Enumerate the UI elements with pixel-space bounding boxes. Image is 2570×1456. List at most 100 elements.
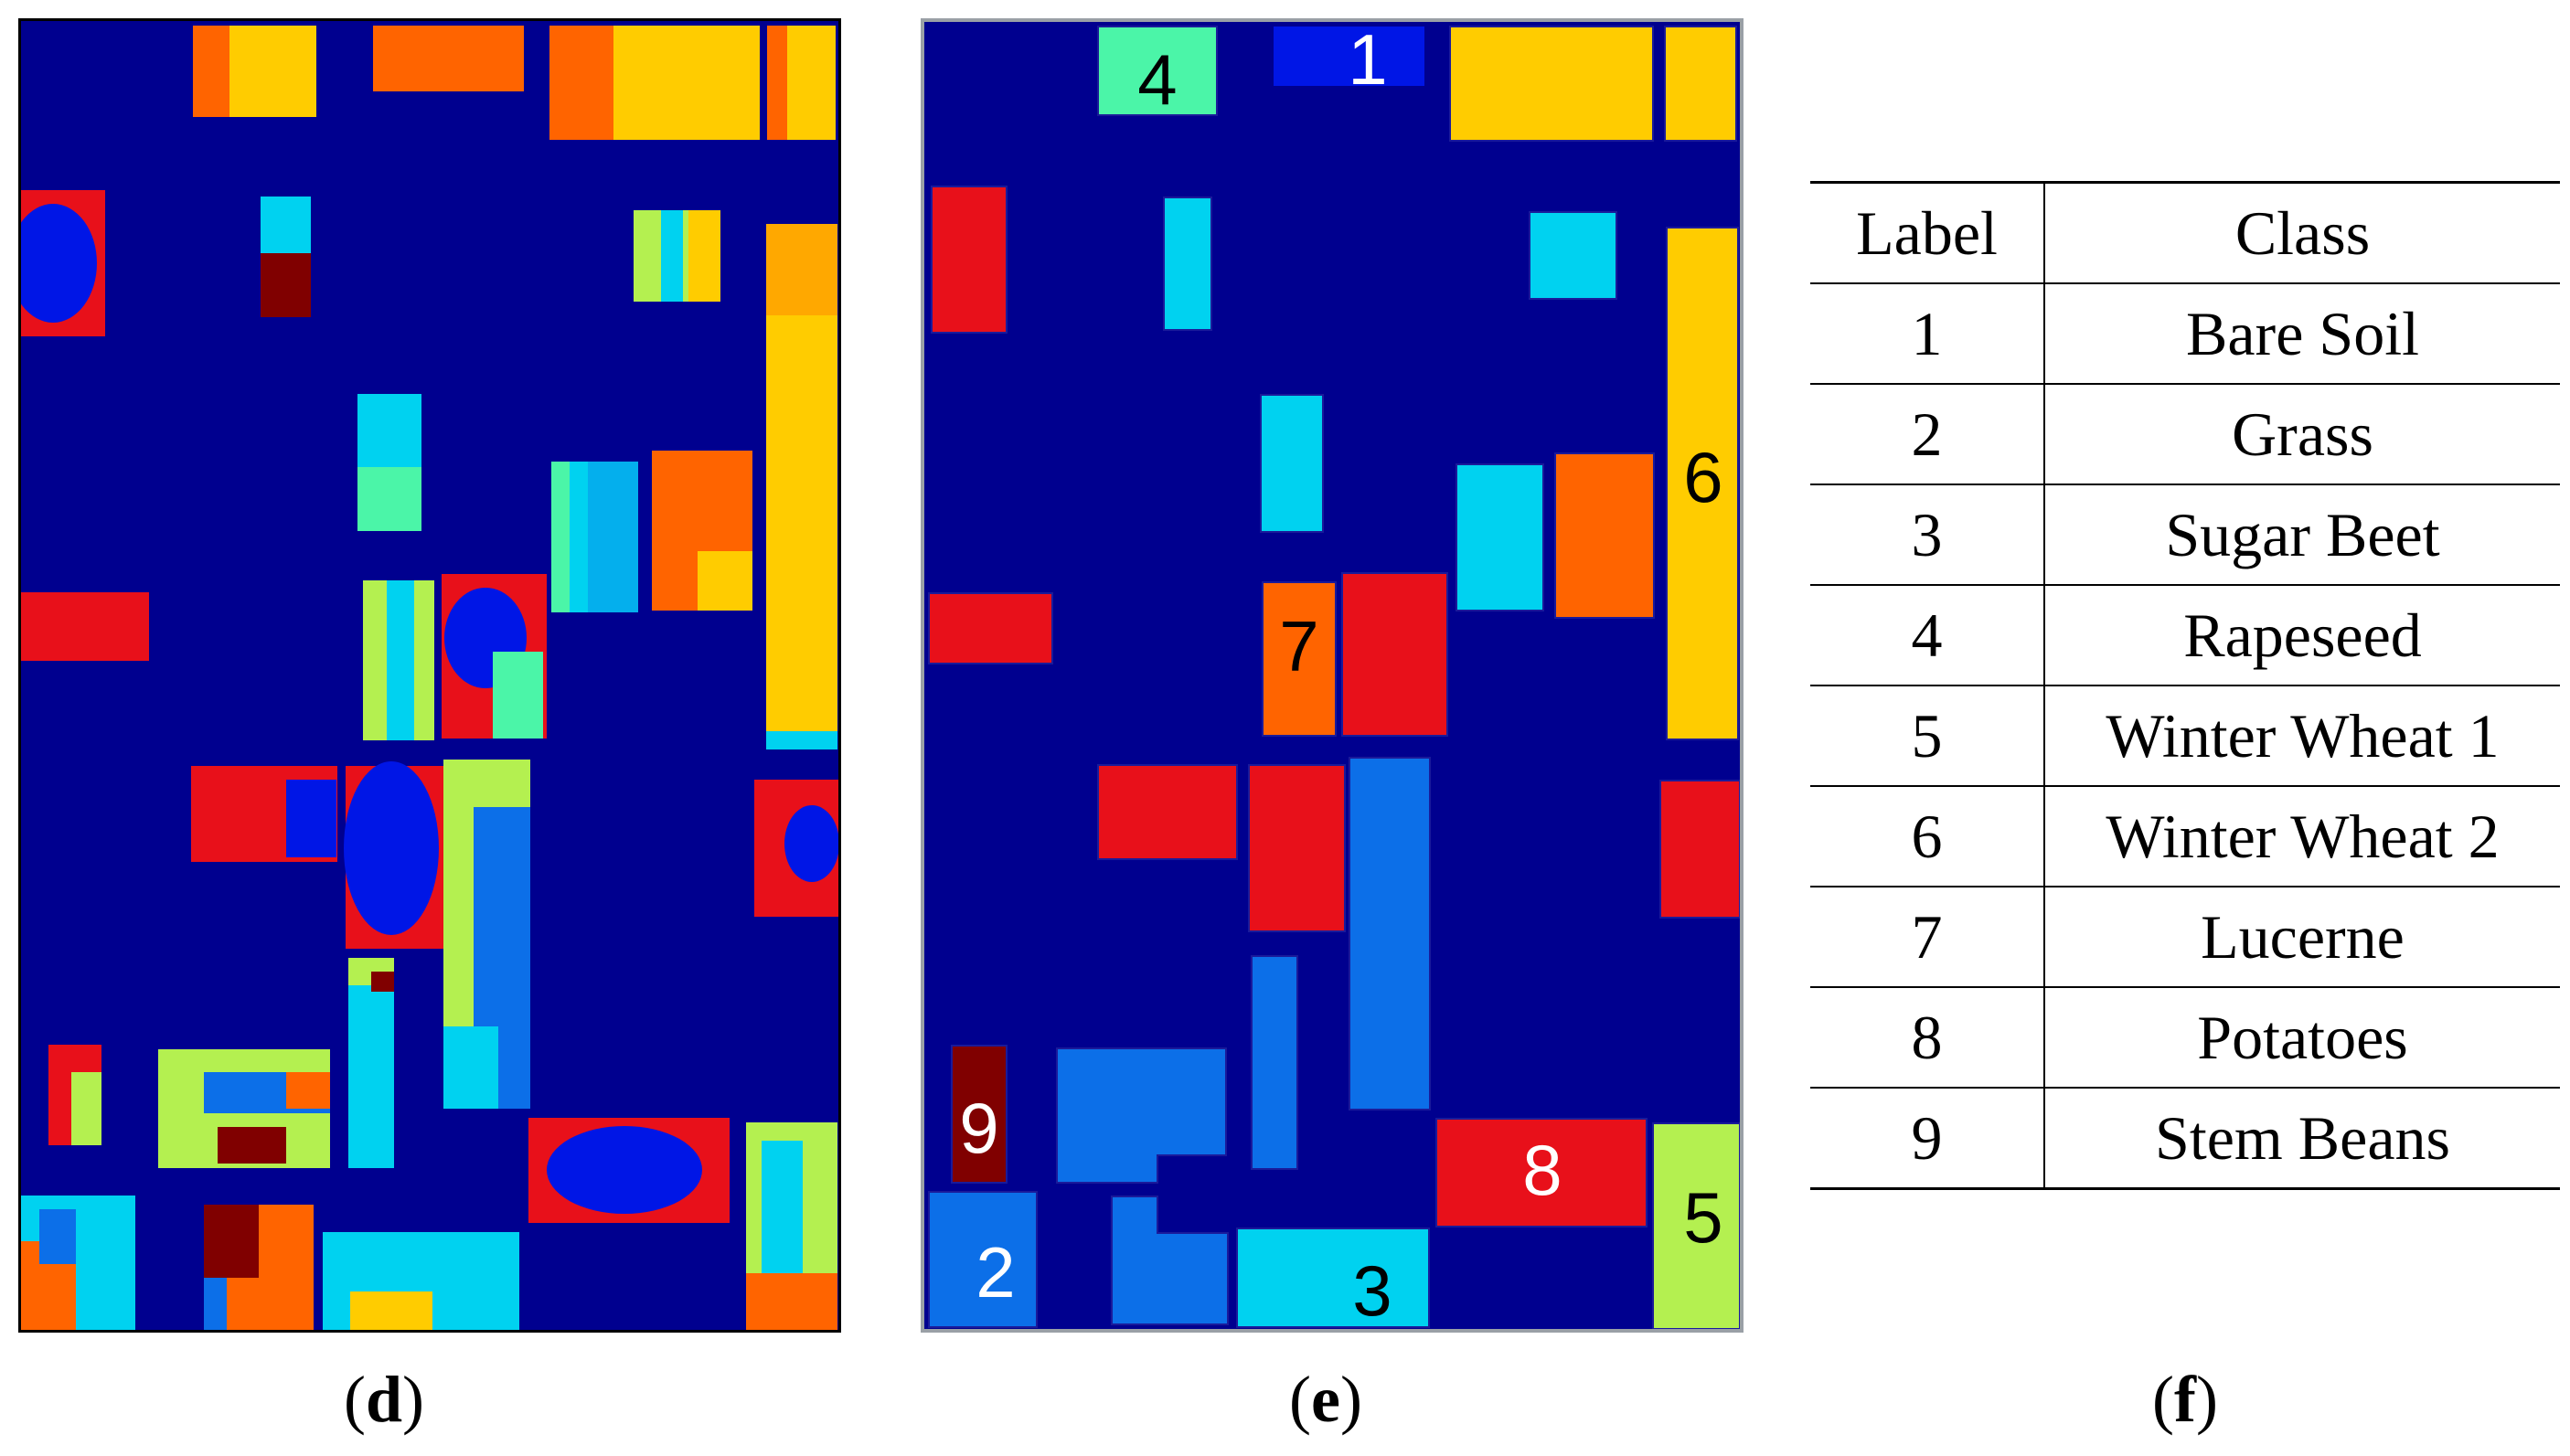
field <box>350 1291 432 1330</box>
legend-header-row: Label Class <box>1810 181 2560 284</box>
field <box>493 652 543 739</box>
field-grass <box>1111 1196 1229 1325</box>
field <box>344 761 439 935</box>
field-potatoes <box>1341 572 1448 737</box>
legend-label: 8 <box>1810 987 2045 1089</box>
field <box>762 1141 803 1287</box>
legend-header-class: Class <box>2044 181 2560 284</box>
field <box>387 580 414 740</box>
ground-truth-map-e-svg: 4 1 6 7 9 8 5 2 3 <box>924 22 1740 1329</box>
panel-letter: f <box>2174 1363 2196 1436</box>
field-bare-soil <box>1274 27 1424 86</box>
field-winter-wheat-2 <box>1666 227 1739 740</box>
legend-class: Winter Wheat 2 <box>2044 786 2560 887</box>
field-winter-wheat-2 <box>1449 26 1654 142</box>
ground-truth-number: 4 <box>1137 39 1177 120</box>
panel-letter: d <box>365 1363 403 1436</box>
field-winter-wheat-2 <box>1664 26 1737 142</box>
field-grass <box>1251 955 1298 1170</box>
field <box>371 972 394 992</box>
field <box>766 224 837 315</box>
field <box>661 210 683 302</box>
legend-class: Sugar Beet <box>2044 484 2560 586</box>
legend-class: Grass <box>2044 384 2560 485</box>
panel-letter: e <box>1311 1363 1340 1436</box>
ground-truth-number: 8 <box>1522 1130 1562 1210</box>
field <box>767 26 787 140</box>
field-potatoes <box>931 186 1008 334</box>
field <box>357 467 421 531</box>
field <box>261 253 311 317</box>
field <box>218 1127 286 1164</box>
field <box>286 1072 330 1109</box>
field-rapeseed <box>1097 26 1218 116</box>
field-potatoes <box>1435 1118 1648 1228</box>
legend-label: 9 <box>1810 1088 2045 1190</box>
field-lucerne <box>1262 581 1337 737</box>
field-potatoes <box>1097 764 1238 860</box>
field <box>373 26 524 91</box>
ground-truth-number: 5 <box>1683 1177 1722 1258</box>
legend-class: Bare Soil <box>2044 283 2560 385</box>
field <box>348 958 394 1168</box>
field <box>261 197 311 253</box>
field <box>746 1273 837 1330</box>
field-grass <box>1056 1047 1227 1184</box>
panel-label-f: (f) <box>2152 1363 2218 1436</box>
field <box>547 1126 702 1214</box>
field-potatoes <box>1248 764 1346 932</box>
panel-label-d: (d) <box>343 1363 424 1436</box>
ground-truth-number: 6 <box>1683 437 1722 517</box>
field <box>21 592 149 661</box>
field <box>588 462 638 612</box>
field <box>286 780 336 857</box>
ground-truth-map-e: 4 1 6 7 9 8 5 2 3 <box>921 18 1744 1333</box>
panel-label-e: (e) <box>1289 1363 1362 1436</box>
field-potatoes <box>928 592 1053 664</box>
legend-label: 1 <box>1810 283 2045 385</box>
field <box>570 462 638 612</box>
field-grass <box>1349 757 1431 1111</box>
field <box>443 1026 498 1109</box>
legend-class: Lucerne <box>2044 887 2560 988</box>
classification-map-d <box>18 18 841 1333</box>
field-potatoes <box>1659 780 1740 919</box>
ground-truth-number: 7 <box>1279 606 1318 686</box>
legend-label: 5 <box>1810 685 2045 787</box>
legend-class: Stem Beans <box>2044 1088 2560 1190</box>
classification-map-d-svg <box>21 21 838 1330</box>
field <box>71 1072 101 1145</box>
field <box>193 26 229 117</box>
legend-class: Winter Wheat 1 <box>2044 685 2560 787</box>
legend-label: 6 <box>1810 786 2045 887</box>
field <box>549 26 613 140</box>
field-grass <box>928 1191 1038 1328</box>
field <box>357 394 421 467</box>
field-sugar-beet <box>1456 463 1544 611</box>
field-sugar-beet <box>1236 1228 1430 1328</box>
legend-label: 3 <box>1810 484 2045 586</box>
field <box>784 805 838 882</box>
ground-truth-number: 2 <box>976 1232 1015 1313</box>
field <box>21 204 97 323</box>
field-lucerne <box>1554 452 1655 619</box>
ground-truth-number: 1 <box>1348 22 1387 100</box>
legend-class: Rapeseed <box>2044 585 2560 686</box>
legend-label: 4 <box>1810 585 2045 686</box>
field-sugar-beet <box>1163 197 1212 331</box>
ground-truth-number: 9 <box>959 1088 998 1168</box>
field <box>766 224 837 749</box>
legend-label: 7 <box>1810 887 2045 988</box>
legend-header-label: Label <box>1810 181 2045 284</box>
field <box>204 1278 227 1330</box>
